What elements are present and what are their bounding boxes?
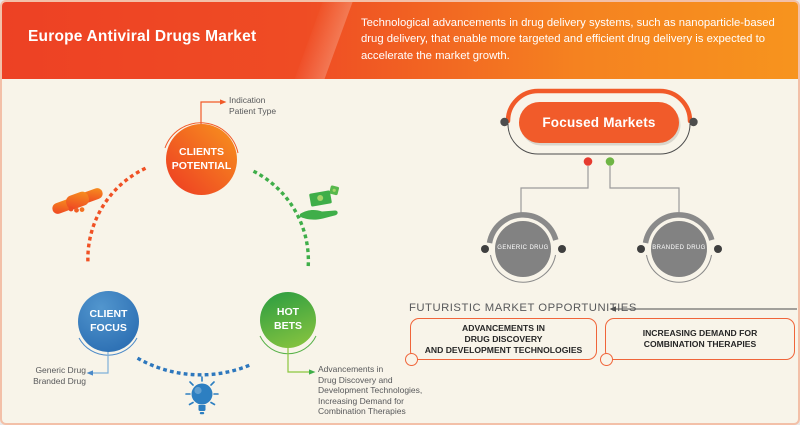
pill-ring-left-dot <box>500 117 509 127</box>
pill-ring-right-dot <box>689 117 698 127</box>
branded-drug-circle <box>637 212 722 283</box>
branch-line-branded <box>609 166 680 214</box>
opportunity-box-1: ADVANCEMENTS IN DRUG DISCOVERY AND DEVEL… <box>405 318 597 366</box>
cycle-arc-right <box>252 169 311 271</box>
opportunities-arrowhead <box>609 306 616 312</box>
pill-ring-top <box>505 88 693 124</box>
node-clients-potential: CLIENTS POTENTIAL <box>166 124 237 195</box>
generic-drug-circle <box>481 212 566 283</box>
opportunity-box-1-label: ADVANCEMENTS IN DRUG DISCOVERY AND DEVEL… <box>424 322 583 355</box>
cycle-arc-bottom <box>136 356 253 377</box>
page-title: Europe Antiviral Drugs Market <box>28 28 257 45</box>
annotation-clients-potential: Indication Patient Type <box>229 95 277 116</box>
arrowhead-client-focus <box>86 370 93 376</box>
ring-clients-potential <box>164 122 239 154</box>
pill-ring-bottom <box>507 123 691 155</box>
annotation-client-focus: Generic Drug Branded Drug <box>33 365 86 386</box>
branded-drug-label: BRANDED DRUG <box>652 245 706 251</box>
node-hot-bets: HOT BETS <box>260 292 316 348</box>
branch-dot-branded <box>605 157 615 166</box>
handshake-icon <box>52 188 103 214</box>
opportunity-box-2-label: INCREASING DEMAND FOR COMBINATION THERAP… <box>642 328 758 349</box>
cycle-arc-left <box>86 166 147 266</box>
connector-clients-potential <box>200 101 220 125</box>
lightbulb-icon <box>185 376 219 415</box>
focused-markets-pill <box>519 102 679 143</box>
connector-hot-bets <box>287 348 309 373</box>
generic-drug-label: GENERIC DRUG <box>497 245 549 251</box>
opportunity-box-2: INCREASING DEMAND FOR COMBINATION THERAP… <box>600 318 795 366</box>
money-hand-icon <box>300 185 340 220</box>
header-description: Technological advancements in drug deliv… <box>361 17 775 62</box>
opportunities-heading: FUTURISTIC MARKET OPPORTUNITIES <box>409 302 637 314</box>
opportunity-box-2-corner-dot <box>600 353 613 366</box>
opportunity-box-1-corner-dot <box>405 353 418 366</box>
focused-markets-label: Focused Markets <box>542 115 656 130</box>
header-banner: Europe Antiviral Drugs Market Technologi… <box>2 2 798 79</box>
connector-client-focus <box>93 351 109 374</box>
branch-line-generic <box>520 166 589 214</box>
arrowhead-clients-potential <box>220 99 227 105</box>
node-client-focus: CLIENT FOCUS <box>78 291 139 352</box>
arrowhead-hot-bets <box>309 369 316 375</box>
annotation-hot-bets: Advancements in Drug Discovery and Devel… <box>318 364 423 417</box>
branch-dot-generic <box>583 157 593 166</box>
